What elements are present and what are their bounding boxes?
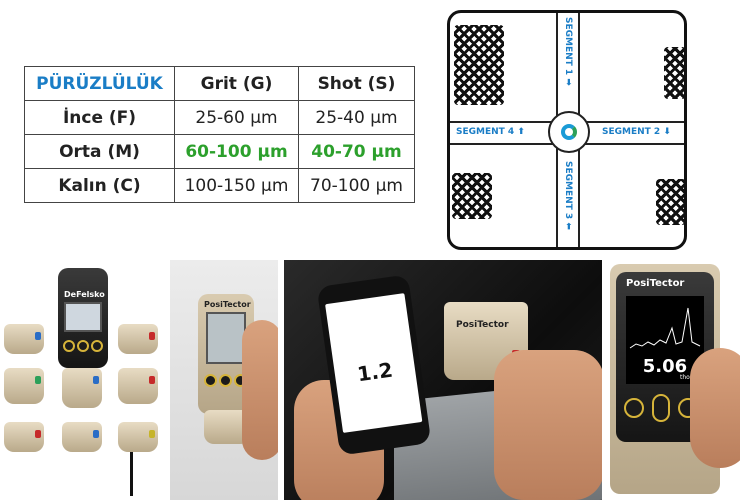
- row-label: Kalın (C): [24, 168, 175, 203]
- logo-icon: [561, 124, 577, 140]
- photo-gauge-with-probes: DeFelsko: [0, 258, 168, 500]
- gauge-screen: [206, 312, 246, 364]
- probe: [118, 324, 158, 354]
- probe: [4, 324, 44, 354]
- gauge-button-plus: [91, 340, 103, 352]
- gauge-brand-label: PosiTector: [626, 278, 685, 289]
- phone-screen: 1.2: [325, 293, 423, 433]
- hatch-pattern-top-left: [454, 25, 504, 105]
- roughness-table: PÜRÜZLÜLÜK Grit (G) Shot (S) İnce (F) 25…: [24, 66, 415, 203]
- photo-phone-app-with-probe: 1.2 PosiTector: [284, 260, 602, 500]
- shot-value: 70-100 µm: [298, 168, 415, 203]
- probe: [118, 422, 158, 452]
- row-label: İnce (F): [24, 100, 175, 135]
- probe: [4, 368, 44, 404]
- segment-3-label: SEGMENT 3 ⬅: [563, 161, 573, 230]
- gauge-button-menu: [219, 374, 232, 387]
- shot-value: 40-70 µm: [298, 134, 415, 169]
- probe-brand-label: PosiTector: [456, 320, 509, 330]
- probe: [4, 422, 44, 452]
- gauge-brand-label: PosiTector: [204, 300, 251, 309]
- table-header-row: PÜRÜZLÜLÜK Grit (G) Shot (S): [24, 66, 415, 101]
- gauge-button-minus: [63, 340, 75, 352]
- spectrum-plot: [629, 307, 701, 349]
- table-row: Orta (M) 60-100 µm 40-70 µm: [24, 134, 415, 169]
- probe: [118, 368, 158, 404]
- probe-cable: [130, 452, 133, 496]
- gauge-brand-label: DeFelsko: [64, 290, 105, 299]
- table-row: Kalın (C) 100-150 µm 70-100 µm: [24, 168, 415, 203]
- hatch-pattern-top-right: [664, 47, 684, 99]
- hand: [690, 348, 740, 468]
- center-probe-circle: [548, 111, 590, 153]
- grit-value: 60-100 µm: [174, 134, 299, 169]
- table-header-cell: Shot (S): [298, 66, 415, 101]
- table-header-cell: PÜRÜZLÜLÜK: [24, 66, 175, 101]
- hatch-pattern-bottom-left: [452, 173, 492, 219]
- hand: [242, 320, 278, 460]
- segment-diagram: SEGMENT 1 ➡ SEGMENT 3 ⬅ SEGMENT 2 ⬇ SEGM…: [447, 10, 687, 250]
- photo-gauge-closeup: PosiTector 5.06 thou/mils: [604, 258, 740, 500]
- gauge-button-menu: [652, 394, 670, 422]
- gauge-button-minus: [624, 398, 644, 418]
- segment-1-label: SEGMENT 1 ➡: [563, 17, 573, 86]
- table-header-cell: Grit (G): [174, 66, 299, 101]
- table-row: İnce (F) 25-60 µm 25-40 µm: [24, 100, 415, 135]
- probe: [62, 422, 102, 452]
- row-label: Orta (M): [24, 134, 175, 169]
- shot-value: 25-40 µm: [298, 100, 415, 135]
- gauge-button-menu: [77, 340, 89, 352]
- photo-gauge-in-hand: PosiTector: [170, 260, 278, 500]
- gauge-screen: [64, 302, 102, 332]
- hatch-pattern-bottom-right: [656, 179, 684, 225]
- grit-value: 25-60 µm: [174, 100, 299, 135]
- segment-2-label: SEGMENT 2 ⬇: [602, 127, 671, 137]
- gauge-device: DeFelsko: [58, 268, 108, 368]
- gauge-reading: 5.06: [642, 356, 688, 377]
- gauge-button-minus: [204, 374, 217, 387]
- hand-right: [494, 350, 602, 500]
- probe: [62, 368, 102, 408]
- phone-reading: 1.2: [355, 357, 395, 387]
- grit-value: 100-150 µm: [174, 168, 299, 203]
- segment-4-label: SEGMENT 4 ⬆: [456, 127, 525, 137]
